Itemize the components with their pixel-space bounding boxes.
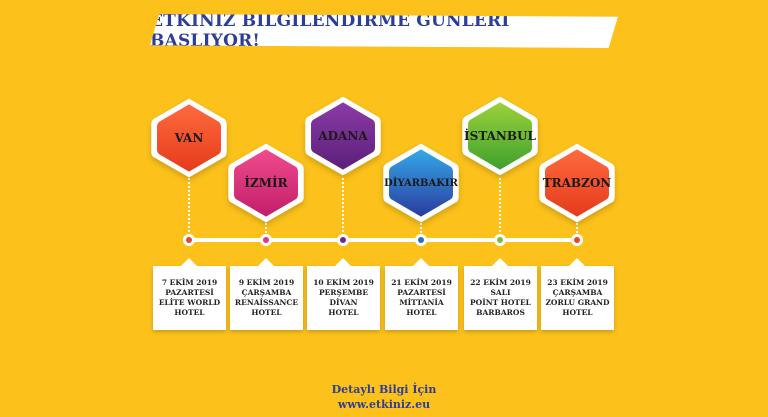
city-name: TRABZON bbox=[542, 176, 612, 190]
timeline-node bbox=[183, 234, 195, 246]
event-info-line: POİNT HOTEL bbox=[470, 298, 531, 307]
city-name: VAN bbox=[174, 131, 204, 145]
city-hexagon: VAN bbox=[148, 97, 230, 179]
connector-line bbox=[420, 220, 422, 236]
banner-title: ETKİNİZ BİLGİLENDİRME GÜNLERİ BAŞLIYOR! bbox=[150, 11, 510, 51]
event-info-line: 21 EKİM 2019 bbox=[391, 278, 452, 287]
event-info-line: 23 EKİM 2019 bbox=[547, 278, 608, 287]
event-info-line: 9 EKİM 2019 bbox=[238, 278, 295, 287]
event-info-line: PERŞEMBE bbox=[318, 288, 369, 297]
title-banner: ETKİNİZ BİLGİLENDİRME GÜNLERİ BAŞLIYOR! bbox=[150, 14, 618, 48]
event-info-line: SALI bbox=[490, 288, 511, 297]
footer-website-link[interactable]: www.etkiniz.eu bbox=[337, 398, 431, 411]
connector-line bbox=[265, 220, 267, 236]
city-hexagon: DİYARBAKIR bbox=[380, 142, 462, 224]
event-info-line: 7 EKİM 2019 bbox=[161, 278, 218, 287]
event-info-line: HOTEL bbox=[328, 308, 359, 317]
connector-line bbox=[342, 173, 344, 236]
connector-line bbox=[576, 220, 578, 236]
city-name: İSTANBUL bbox=[464, 129, 536, 143]
city-name: ADANA bbox=[318, 129, 368, 143]
timeline-node bbox=[260, 234, 272, 246]
event-info-line: ZORLU GRAND bbox=[545, 298, 610, 307]
event-info-line: ÇARŞAMBA bbox=[552, 288, 603, 297]
event-info-line: 10 EKİM 2019 bbox=[313, 278, 374, 287]
event-info-line: HOTEL bbox=[406, 308, 437, 317]
event-info-line: BARBAROS bbox=[476, 308, 525, 317]
city-name: İZMİR bbox=[244, 176, 288, 190]
event-info-line: HOTEL bbox=[251, 308, 282, 317]
city-name: DİYARBAKIR bbox=[384, 177, 458, 189]
event-info-line: ÇARŞAMBA bbox=[241, 288, 292, 297]
city-hexagon: TRABZON bbox=[536, 142, 618, 224]
event-info-line: PAZARTESİ bbox=[165, 288, 214, 297]
city-hexagon: ADANA bbox=[302, 95, 384, 177]
timeline-node bbox=[571, 234, 583, 246]
timeline-bar bbox=[183, 238, 583, 242]
event-info-line: 22 EKİM 2019 bbox=[470, 278, 531, 287]
event-info-line: PAZARTESİ bbox=[397, 288, 446, 297]
connector-line bbox=[499, 173, 501, 236]
footer-info-label: Detaylı Bilgi İçin bbox=[331, 383, 437, 396]
timeline-node bbox=[337, 234, 349, 246]
event-info-line: HOTEL bbox=[174, 308, 205, 317]
timeline-node bbox=[415, 234, 427, 246]
city-hexagon: İZMİR bbox=[225, 142, 307, 224]
connector-line bbox=[188, 175, 190, 236]
event-info-line: HOTEL bbox=[562, 308, 593, 317]
city-hexagon: İSTANBUL bbox=[459, 95, 541, 177]
timeline-node bbox=[494, 234, 506, 246]
event-info-line: ELİTE WORLD bbox=[158, 298, 221, 307]
event-info-line: RENAİSSANCE bbox=[234, 298, 299, 307]
event-info-line: MİTTANİA bbox=[399, 298, 444, 307]
event-info-line: DİVAN bbox=[329, 298, 358, 307]
